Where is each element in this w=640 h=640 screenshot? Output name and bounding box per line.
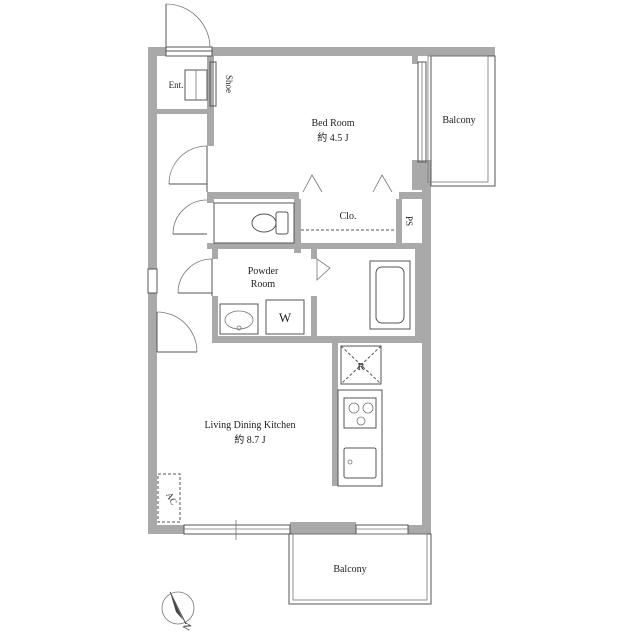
balcony-bottom-label: Balcony [333,564,366,575]
powder-room-label-line1: Powder [248,266,279,277]
ldk-door [156,311,198,353]
powder-room-door [177,258,213,296]
compass [161,591,195,625]
washer-label: W [279,310,292,325]
balcony-top-label: Balcony [442,115,475,126]
aircon-label: AC [164,491,179,507]
toilet [213,202,295,244]
bedroom-label: Bed Room [311,118,354,129]
powder-room-label-line2: Room [251,279,276,290]
ps-label: PS [404,216,414,226]
entrance-label: Ent. [169,80,184,90]
kitchen-sink [343,447,377,479]
outer-walls [148,47,495,534]
bathtub [369,260,411,330]
closet [301,174,394,231]
bedroom-door [168,145,208,235]
ldk-label: Living Dining Kitchen [204,420,295,431]
shoe-label: Shoe [224,75,234,93]
fridge-label: R [357,361,365,373]
ldk-size: 約 8.7 J [234,433,266,446]
bedroom-size: 約 4.5 J [317,131,349,144]
stove [343,397,377,429]
closet-label: Clo. [340,211,357,222]
entrance-door [165,3,213,57]
compass-north-label: N [181,621,194,633]
